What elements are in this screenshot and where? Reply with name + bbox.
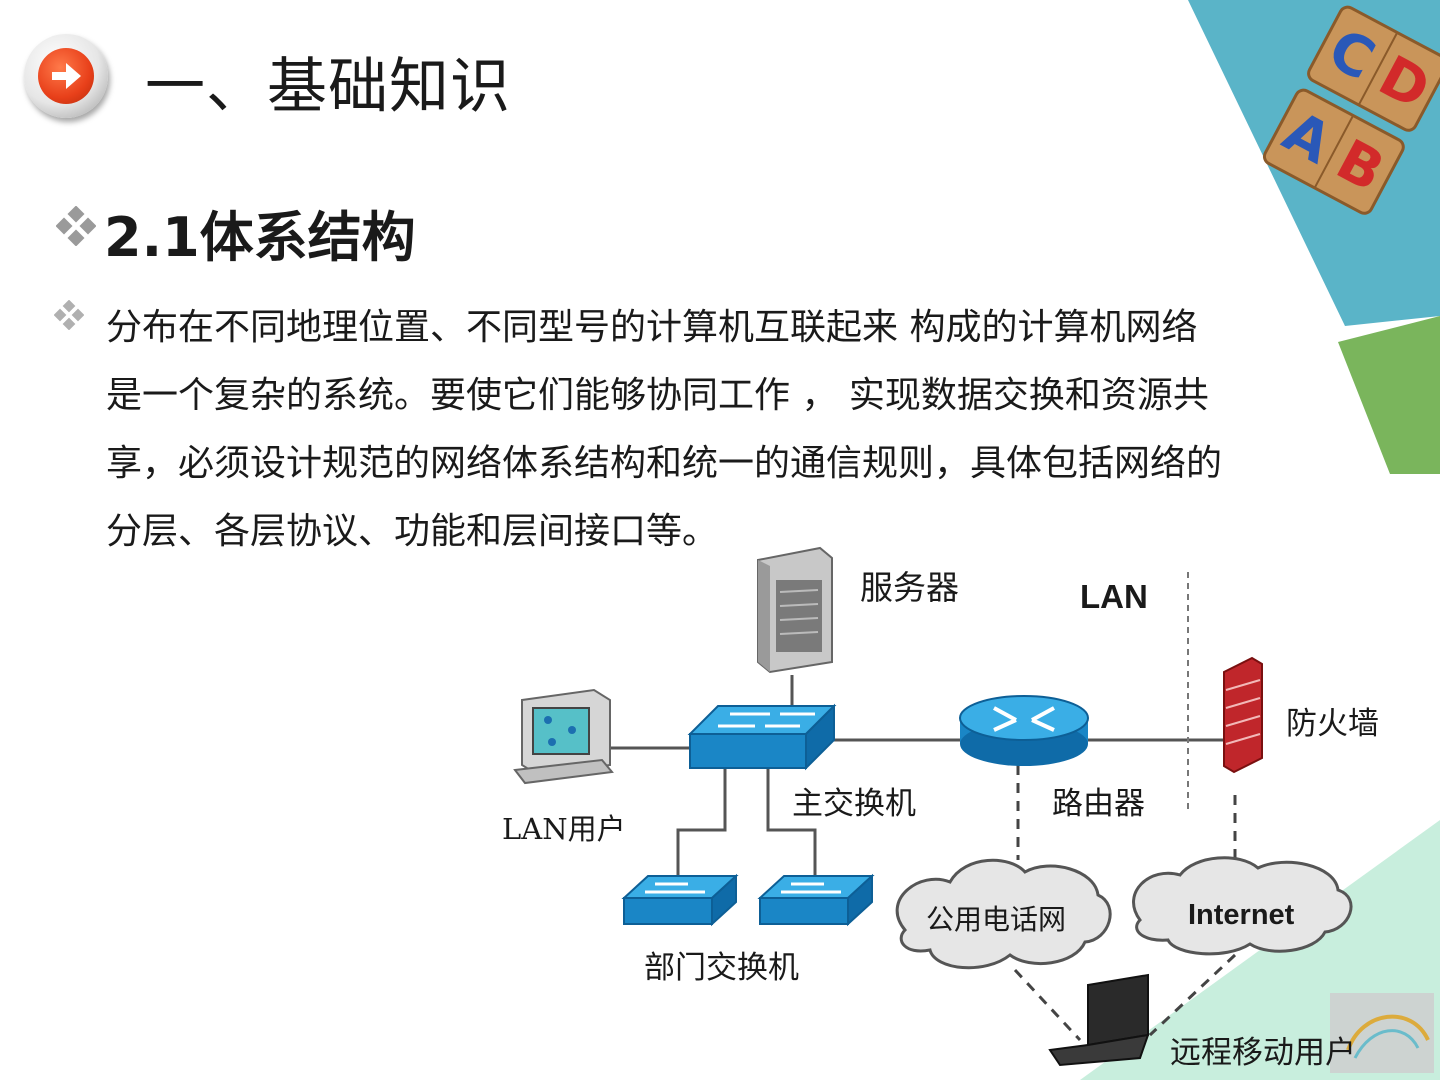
remote-user-label: 远程移动用户 — [1170, 1035, 1356, 1071]
connection-lines — [605, 675, 1224, 875]
abcd-blocks-image: C D A B — [1262, 5, 1440, 215]
pstn-cloud-icon — [895, 858, 1112, 970]
firewall-icon — [1223, 656, 1263, 774]
paragraph-line: 分布在不同地理位置、不同型号的计算机互联起来 构成的计算机网络 — [106, 307, 1198, 348]
internet-label: Internet — [1188, 899, 1295, 931]
firewall-label: 防火墙 — [1286, 706, 1379, 742]
server-icon — [757, 546, 833, 674]
dashed-links — [1013, 765, 1237, 1042]
department-switch-label: 部门交换机 — [644, 950, 799, 986]
lan-user-label: LAN用户 — [502, 812, 626, 846]
main-switch-label: 主交换机 — [792, 786, 916, 822]
department-switch-icon — [757, 873, 875, 927]
desktop-computer-icon — [513, 688, 614, 785]
internet-cloud-icon — [1132, 856, 1353, 956]
paragraph-line: 分层、各层协议、功能和层间接口等。 — [106, 511, 719, 552]
router-icon — [959, 695, 1089, 766]
department-switch-icon — [621, 873, 739, 927]
server-label: 服务器 — [860, 568, 959, 607]
slide-title: 一、基础知识 — [145, 52, 511, 122]
paragraph-line: 是一个复杂的系统。要使它们能够协同工作 ， 实现数据交换和资源共 — [106, 375, 1209, 416]
lan-label: LAN — [1080, 578, 1148, 615]
body-paragraph: 分布在不同地理位置、不同型号的计算机互联起来 构成的计算机网络 是一个复杂的系统… — [106, 294, 1361, 566]
arrow-right-icon — [24, 34, 108, 118]
router-label: 路由器 — [1052, 786, 1145, 822]
watermark-logo — [1330, 993, 1434, 1073]
diamond-bullet-icon — [54, 300, 84, 330]
green-triangle — [1338, 316, 1440, 474]
section-subtitle: 2.1体系结构 — [104, 206, 416, 269]
pstn-label: 公用电话网 — [926, 903, 1067, 936]
main-switch-icon — [687, 703, 837, 771]
paragraph-line: 享，必须设计规范的网络体系结构和统一的通信规则，具体包括网络的 — [106, 443, 1223, 484]
laptop-icon — [1048, 973, 1150, 1067]
diamond-bullet-icon — [56, 206, 96, 246]
